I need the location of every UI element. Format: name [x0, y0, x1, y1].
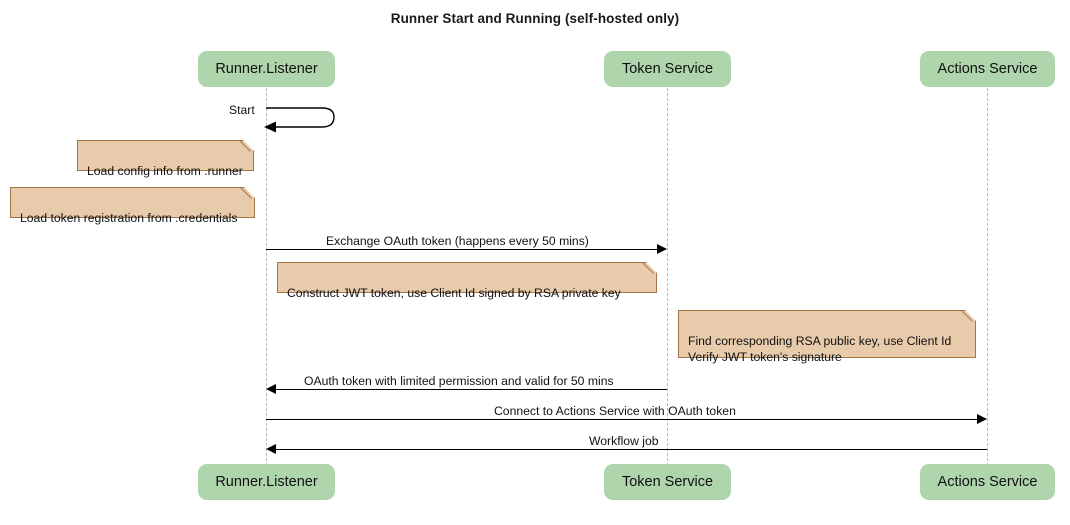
- participant-label: Actions Service: [937, 474, 1038, 490]
- note-verify-jwt: Find corresponding RSA public key, use C…: [678, 310, 976, 364]
- arrowhead-right-connect-actions: [977, 414, 987, 424]
- page-title: Runner Start and Running (self-hosted on…: [390, 11, 680, 26]
- message-line-exchange-oauth: [266, 249, 657, 250]
- message-line-connect-actions: [266, 419, 977, 420]
- message-label-oauth-return: OAuth token with limited permission and …: [304, 374, 614, 388]
- participant-label: Runner.Listener: [215, 474, 318, 490]
- participant-label: Actions Service: [937, 61, 1038, 77]
- participant-header-actions[interactable]: Actions Service: [920, 51, 1055, 87]
- participant-footer-runner[interactable]: Runner.Listener: [198, 464, 335, 500]
- note-fold-edge-icon: [642, 262, 657, 277]
- participant-footer-token[interactable]: Token Service: [604, 464, 731, 500]
- note-text: Find corresponding RSA public key, use C…: [688, 334, 952, 364]
- message-line-workflow-job: [270, 449, 987, 450]
- participant-header-runner[interactable]: Runner.Listener: [198, 51, 335, 87]
- note-fold-edge-icon: [239, 140, 254, 155]
- participant-header-token[interactable]: Token Service: [604, 51, 731, 87]
- message-label-start: Start: [229, 103, 255, 117]
- self-message-start: [264, 107, 335, 133]
- message-label-exchange-oauth: Exchange OAuth token (happens every 50 m…: [326, 234, 589, 248]
- message-line-oauth-return: [270, 389, 667, 390]
- message-label-workflow-job: Workflow job: [589, 434, 659, 448]
- note-text: Construct JWT token, use Client Id signe…: [287, 286, 621, 300]
- note-text: Load token registration from .credential…: [20, 211, 238, 225]
- arrowhead-left-workflow-job: [266, 444, 276, 454]
- note-construct-jwt: Construct JWT token, use Client Id signe…: [277, 262, 657, 300]
- note-fold-edge-icon: [961, 310, 976, 325]
- note-load-config: Load config info from .runner: [77, 140, 254, 178]
- participant-label: Token Service: [621, 61, 714, 77]
- participant-label: Runner.Listener: [215, 61, 318, 77]
- lifeline-actions: [987, 88, 988, 466]
- note-load-credentials: Load token registration from .credential…: [10, 187, 255, 225]
- note-fold-edge-icon: [240, 187, 255, 202]
- note-text: Load config info from .runner: [87, 164, 243, 178]
- arrowhead-right-exchange-oauth: [657, 244, 667, 254]
- message-label-connect-actions: Connect to Actions Service with OAuth to…: [494, 404, 736, 418]
- participant-footer-actions[interactable]: Actions Service: [920, 464, 1055, 500]
- lifeline-token: [667, 88, 668, 466]
- participant-label: Token Service: [621, 474, 714, 490]
- arrowhead-left-oauth-return: [266, 384, 276, 394]
- lifeline-runner: [266, 88, 267, 466]
